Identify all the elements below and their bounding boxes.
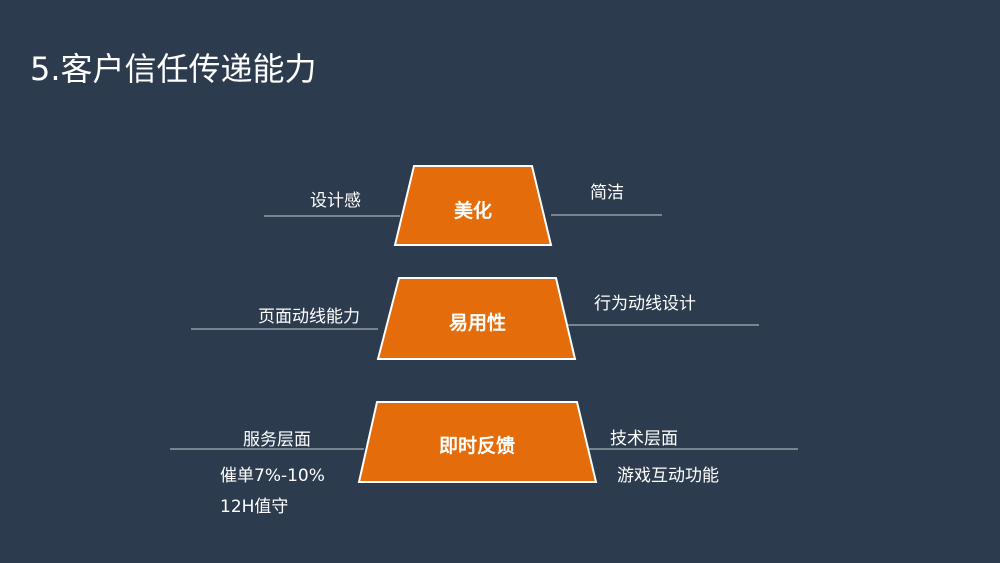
right-label: 技术层面 — [610, 429, 678, 449]
left-label: 页面动线能力 — [258, 307, 360, 327]
left-label: 12H值守 — [220, 497, 289, 517]
right-label: 游戏互动功能 — [617, 466, 719, 486]
right-label: 简洁 — [590, 183, 624, 203]
right-label: 行为动线设计 — [594, 294, 696, 314]
slide-title: 5.客户信任传递能力 — [30, 50, 317, 88]
trapezoid-usability — [376, 277, 577, 360]
trapezoid-feedback — [357, 401, 598, 483]
trapezoid-beautify — [393, 165, 553, 246]
level-label-usability: 易用性 — [448, 312, 506, 334]
left-label: 设计感 — [310, 191, 361, 211]
left-label: 催单7%-10% — [220, 466, 325, 486]
level-label-beautify: 美化 — [453, 200, 492, 222]
level-label-feedback: 即时反馈 — [438, 435, 515, 457]
left-label: 服务层面 — [243, 430, 311, 450]
